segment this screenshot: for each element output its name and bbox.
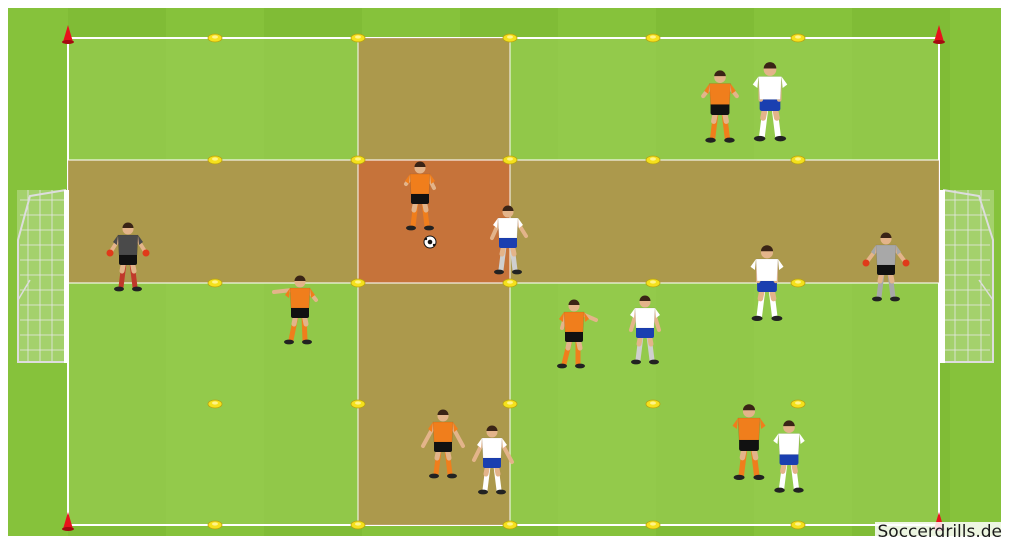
yellow-cone [791,279,805,287]
yellow-cone [646,156,660,164]
yellow-cone [351,400,365,408]
yellow-cone [503,521,517,529]
yellow-cone [208,400,222,408]
yellow-cone [646,400,660,408]
yellow-cone [208,279,222,287]
yellow-cone [791,400,805,408]
yellow-cone [646,279,660,287]
yellow-cone [791,156,805,164]
yellow-cone [791,521,805,529]
left-goal [17,190,69,363]
yellow-cone [503,156,517,164]
yellow-cone [351,521,365,529]
watermark: Soccerdrills.de [875,522,1006,542]
yellow-cone [503,34,517,42]
yellow-cone [351,156,365,164]
yellow-cone [503,400,517,408]
yellow-cone [503,279,517,287]
yellow-cone [791,34,805,42]
yellow-cone [351,279,365,287]
center-zone [358,160,510,283]
yellow-cone [351,34,365,42]
yellow-cone [646,521,660,529]
right-goal [940,190,994,363]
yellow-cone [208,521,222,529]
yellow-cone [208,34,222,42]
ball [424,236,436,248]
yellow-cone [646,34,660,42]
yellow-cone [208,156,222,164]
